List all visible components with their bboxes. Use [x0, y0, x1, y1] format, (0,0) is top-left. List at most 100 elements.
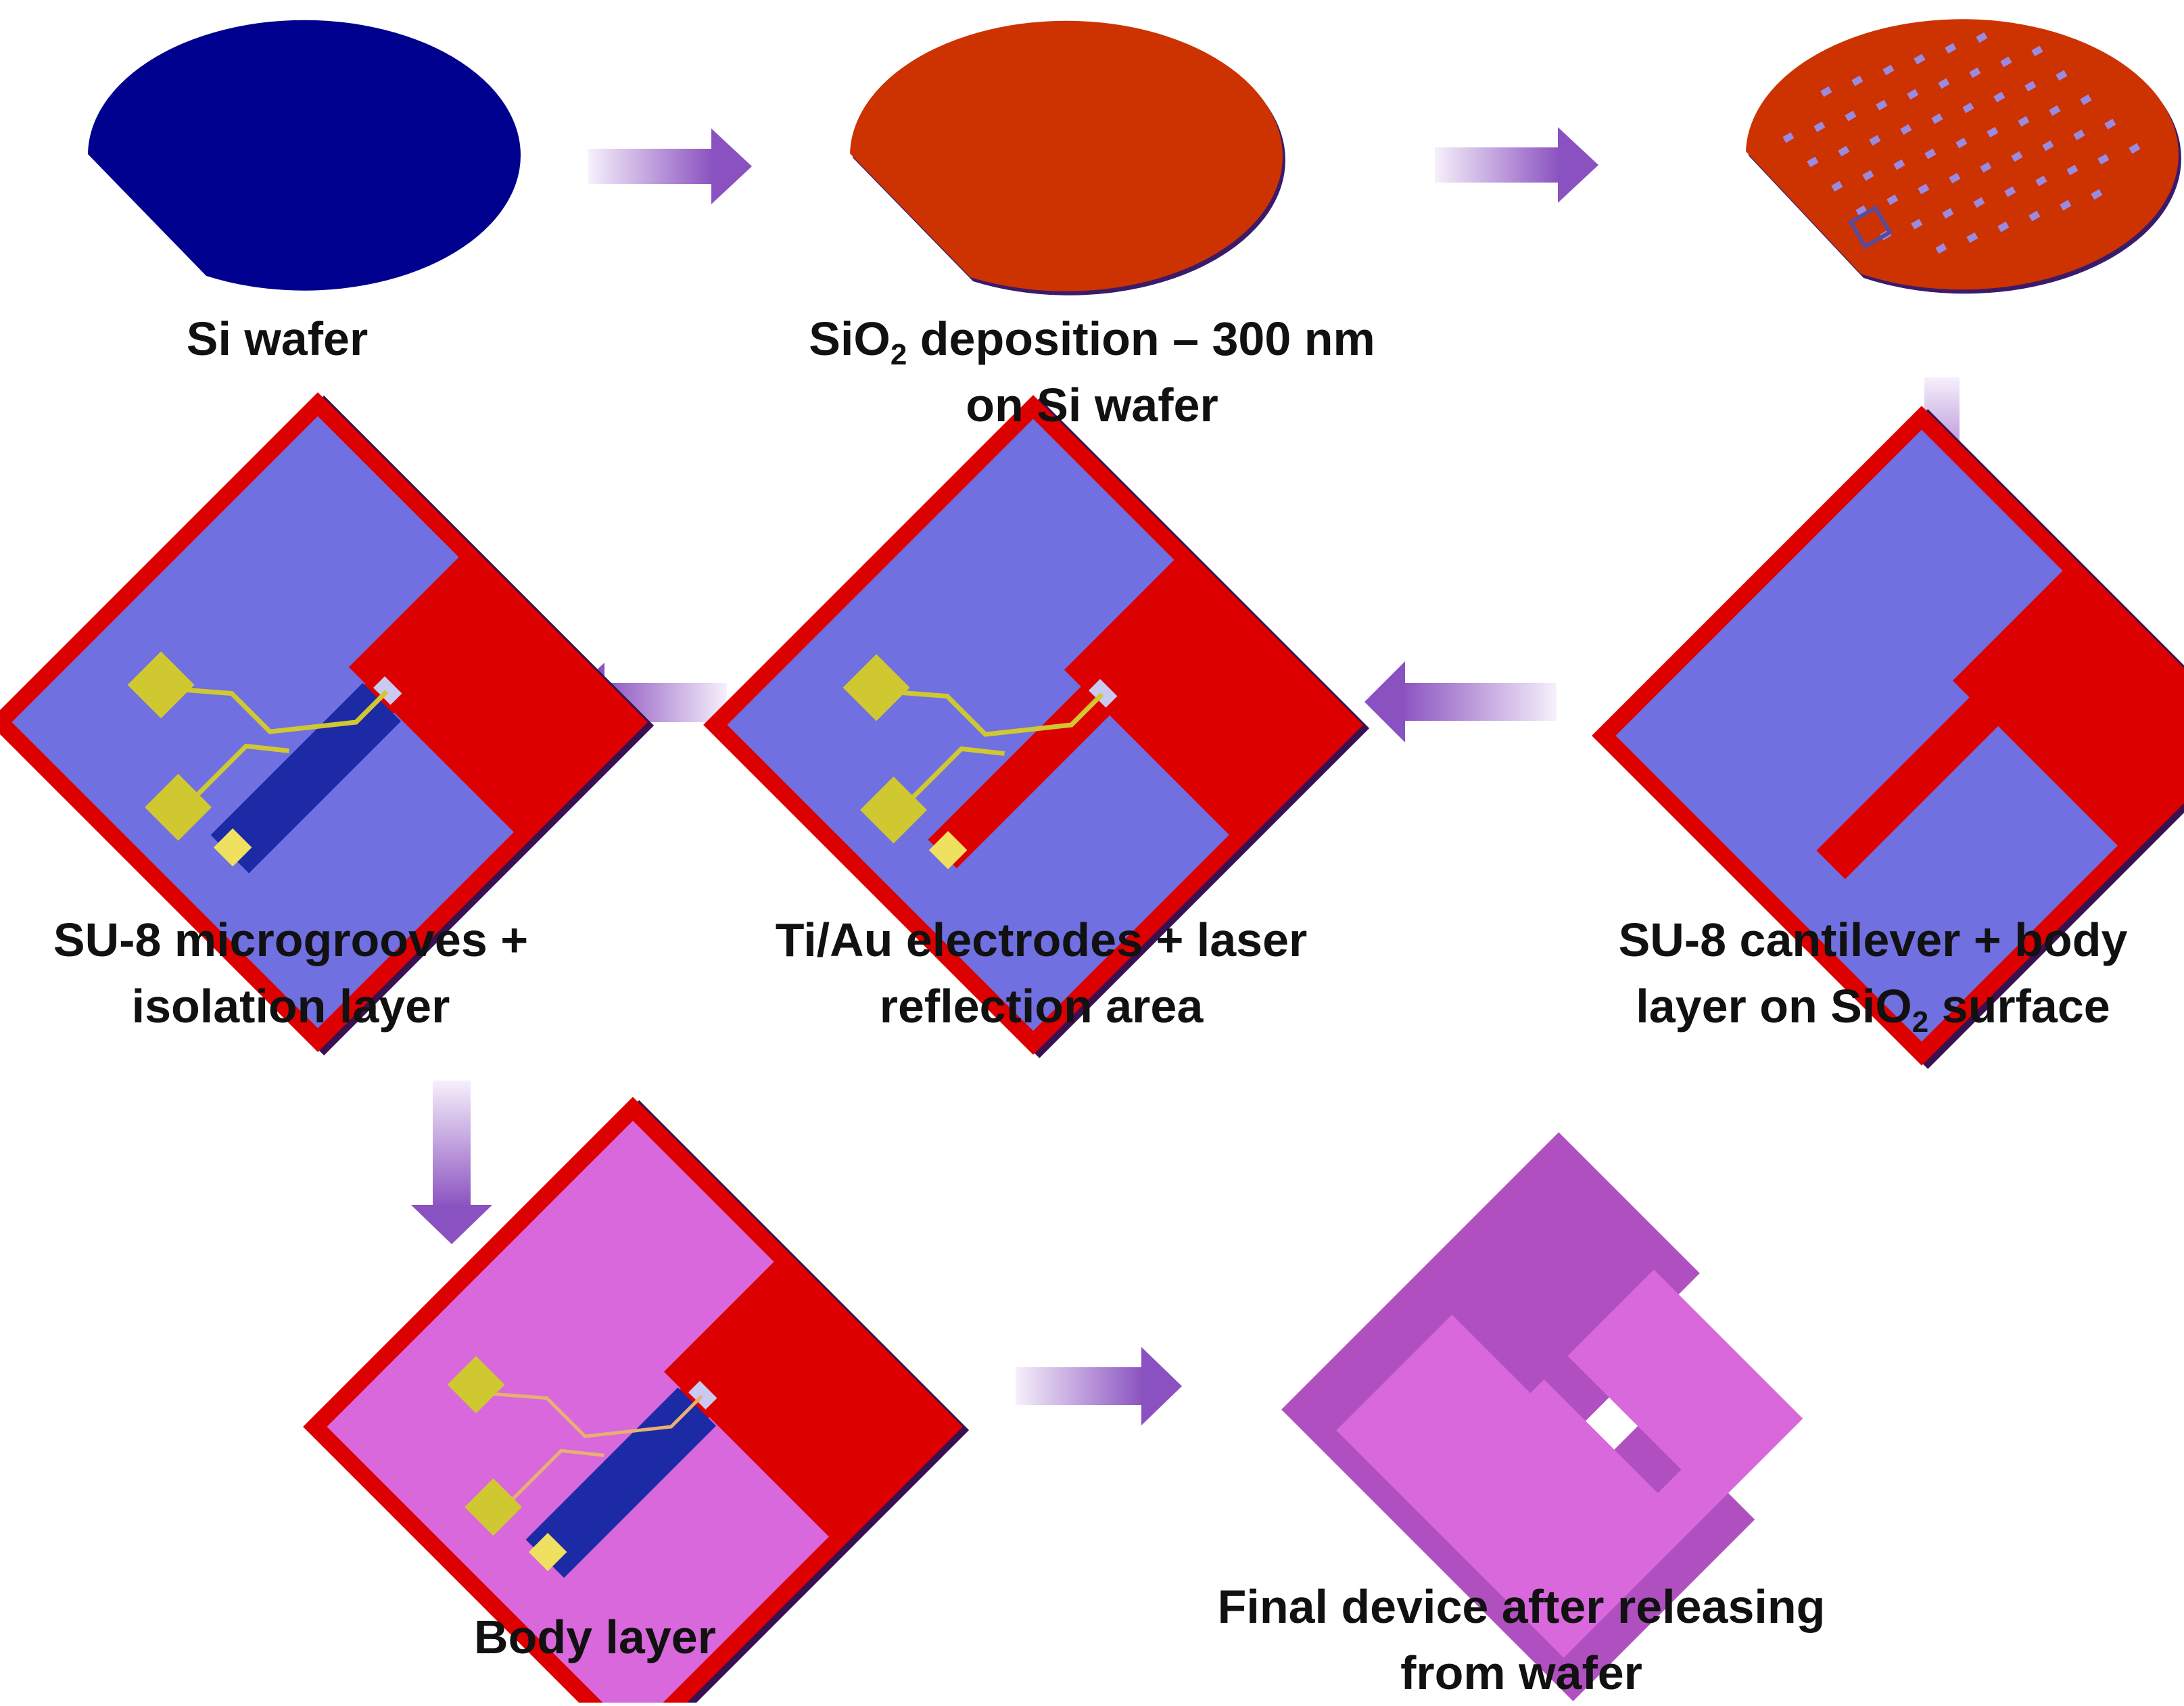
chip-site	[2028, 210, 2041, 222]
step-label-final-device: Final device after releasing from wafer	[1149, 1573, 1893, 1706]
label-text: SU-8 microgrooves +	[53, 914, 529, 966]
label-subscript: 2	[1912, 1005, 1929, 1039]
chip-site	[1820, 86, 1832, 97]
arrow-1	[588, 128, 752, 204]
chip-site	[1949, 172, 1961, 184]
chip-site	[2031, 45, 2043, 57]
chip-site	[1966, 232, 1978, 243]
chip-site	[1987, 126, 1999, 138]
label-text: SU-8 cantilever + body	[1618, 914, 2128, 966]
chip-site	[1838, 145, 1850, 157]
label-line: layer on SiO2 surface	[1569, 973, 2177, 1039]
chip-site	[1911, 218, 1923, 230]
chip-site	[1813, 121, 1826, 133]
label-text: deposition – 300 nm	[907, 312, 1375, 365]
chip-site	[2004, 186, 2016, 197]
chip-site	[2080, 94, 2092, 105]
step-label-sio2-deposition: SiO2 deposition – 300 nm on Si wafer	[720, 306, 1464, 438]
label-text: Ti/Au electrodes + laser	[775, 914, 1308, 966]
final-device-illustration	[1281, 1132, 1803, 1701]
chip-site	[1962, 102, 1974, 114]
label-line: from wafer	[1149, 1640, 1893, 1706]
chip-site	[1882, 64, 1895, 76]
label-text: Si wafer	[186, 312, 369, 365]
chip-site	[1900, 124, 1912, 135]
chip-site	[1893, 159, 1905, 170]
chip-site	[1976, 32, 1988, 43]
chip-site	[2056, 70, 2068, 81]
label-text: isolation layer	[131, 980, 450, 1033]
chip-site	[1969, 67, 1981, 78]
label-text: surface	[1928, 980, 2110, 1033]
selected-chip-highlight	[1848, 205, 1893, 250]
label-line: Si wafer	[149, 306, 406, 372]
chip-site	[2129, 143, 2141, 154]
chip-site	[1931, 113, 1943, 124]
step-label-si-wafer: Si wafer	[149, 306, 406, 372]
label-text: Body layer	[474, 1611, 716, 1663]
chip-site	[1831, 181, 1843, 192]
chip-site	[1945, 43, 1957, 54]
chip-site	[1782, 132, 1795, 143]
chip-site	[2091, 189, 2103, 200]
chip-site	[2042, 140, 2054, 151]
chip-site	[2018, 116, 2030, 127]
step-label-electrodes: Ti/Au electrodes + laser reflection area	[717, 907, 1366, 1039]
sio2-wafer-illustration	[850, 20, 1285, 295]
chip-site	[1980, 162, 1992, 173]
chip-site	[1935, 243, 1947, 254]
label-subscript: 2	[890, 338, 907, 371]
chip-site	[1876, 99, 1888, 111]
chip-site	[1918, 183, 1930, 195]
arrow-7	[1016, 1347, 1182, 1425]
step-label-body-layer: Body layer	[426, 1604, 764, 1670]
chip-site	[1907, 89, 1919, 100]
chip-site	[1845, 110, 1857, 122]
chip-site	[1855, 205, 1868, 216]
chip-site	[1869, 135, 1881, 146]
label-line: SU-8 microgrooves +	[0, 907, 581, 973]
label-line: SiO2 deposition – 300 nm	[720, 306, 1464, 372]
chip-site	[2049, 105, 2061, 116]
label-line: reflection area	[717, 973, 1366, 1039]
label-line: on Si wafer	[720, 372, 1464, 438]
chip-site	[1942, 208, 1954, 219]
chip-site	[1886, 194, 1899, 206]
chip-site	[1914, 53, 1926, 65]
arrow-6	[411, 1081, 492, 1244]
label-text: on Si wafer	[966, 379, 1218, 431]
chip-site	[2073, 129, 2085, 141]
chip-site	[1938, 78, 1950, 89]
chip-site	[2097, 153, 2110, 165]
chip-site	[1955, 137, 1968, 149]
label-line: Ti/Au electrodes + laser	[717, 907, 1366, 973]
label-text: from wafer	[1400, 1646, 1642, 1699]
label-line: Body layer	[426, 1604, 764, 1670]
label-text: SiO	[809, 312, 891, 365]
label-line: Final device after releasing	[1149, 1573, 1893, 1640]
chip-site	[1807, 156, 1819, 168]
chip-site	[2035, 175, 2047, 187]
label-line: SU-8 cantilever + body	[1569, 907, 2177, 973]
chip-site	[1862, 170, 1874, 181]
arrow-4	[1364, 661, 1557, 742]
label-text: Final device after releasing	[1217, 1580, 1826, 1633]
chip-site	[2060, 199, 2072, 211]
chip-site	[2000, 56, 2012, 68]
label-text: reflection area	[879, 980, 1204, 1033]
chip-site	[2066, 164, 2079, 176]
chip-site	[1924, 148, 1937, 160]
microgrooves-illustration	[0, 392, 655, 1056]
chip-array	[1782, 32, 2141, 254]
si-wafer-illustration	[88, 20, 521, 291]
chip-site	[1997, 221, 2010, 233]
chip-site	[1973, 197, 1985, 208]
label-text: layer on SiO	[1636, 980, 1912, 1033]
arrow-2	[1435, 127, 1598, 203]
chip-site	[1851, 75, 1863, 87]
chip-site	[2104, 118, 2116, 130]
step-label-su8-cantilever: SU-8 cantilever + body layer on SiO2 surf…	[1569, 907, 2177, 1039]
patterned-wafer-illustration	[1746, 19, 2181, 294]
chip-site	[2011, 151, 2023, 162]
